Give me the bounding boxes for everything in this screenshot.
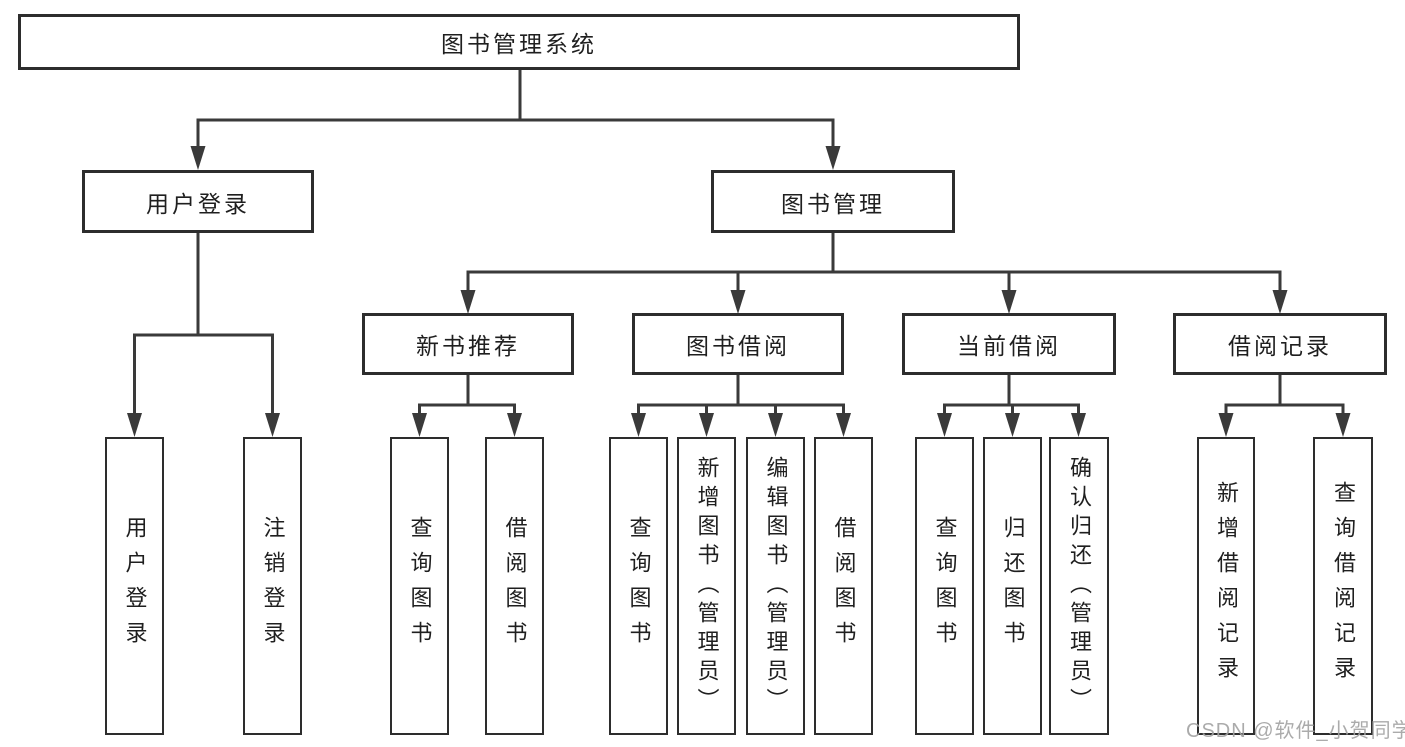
node-borrowing-records: 借阅记录 (1173, 313, 1387, 375)
watermark: CSDN @软件_小贺同学 (1186, 720, 1405, 742)
arrowhead (699, 413, 714, 437)
connector-user-login-branch (133, 233, 274, 415)
node-label: 图书借阅 (686, 333, 790, 359)
arrowhead (412, 413, 427, 437)
arrowhead (1071, 413, 1086, 437)
node-label: 编辑图书（管理员） (763, 455, 789, 717)
arrowhead (1335, 413, 1351, 437)
node-label: 图书管理 (781, 190, 885, 217)
node-user-login: 用户登录 (82, 170, 314, 233)
node-label: 新书推荐 (416, 333, 520, 359)
node-book-borrowing: 图书借阅 (632, 313, 844, 375)
arrowhead (631, 413, 646, 437)
node-label: 查询图书 (407, 516, 433, 656)
leaf-query-books-borrow: 查询图书 (609, 437, 668, 735)
node-label: 查询图书 (932, 516, 958, 656)
arrowhead (1218, 413, 1234, 437)
leaf-logout: 注销登录 (243, 437, 302, 735)
node-label: 用户登录 (146, 190, 250, 217)
leaf-confirm-return-admin: 确认归还（管理员） (1049, 437, 1109, 735)
node-new-book-recommendation: 新书推荐 (362, 313, 574, 375)
node-book-management: 图书管理 (711, 170, 955, 233)
node-label: 确认归还（管理员） (1067, 455, 1092, 717)
arrowhead (1272, 290, 1288, 314)
arrowhead (507, 413, 522, 437)
node-label: 用户登录 (122, 516, 148, 656)
node-label: 借阅记录 (1228, 333, 1332, 359)
node-library-management-system: 图书管理系统 (18, 14, 1020, 70)
node-label: 新增借阅记录 (1214, 481, 1239, 691)
arrowhead (1001, 290, 1017, 314)
arrowhead (730, 290, 746, 314)
node-label: 查询图书 (626, 516, 652, 656)
connector-new-book-branch (418, 375, 516, 415)
arrowhead (825, 146, 841, 170)
node-label: 当前借阅 (957, 333, 1061, 359)
arrowhead (836, 413, 851, 437)
leaf-user-login: 用户登录 (105, 437, 164, 735)
arrowhead (190, 146, 206, 170)
node-label: 图书管理系统 (441, 31, 597, 57)
leaf-return-book: 归还图书 (983, 437, 1042, 735)
arrowhead (265, 413, 280, 437)
arrowhead (1005, 413, 1020, 437)
arrowhead (937, 413, 952, 437)
node-label: 借阅图书 (502, 516, 528, 656)
node-label: 注销登录 (260, 516, 286, 656)
leaf-borrow-books-recommend: 借阅图书 (485, 437, 544, 735)
node-label: 新增图书（管理员） (694, 455, 720, 717)
arrowhead (768, 413, 783, 437)
leaf-query-borrow-record: 查询借阅记录 (1313, 437, 1373, 735)
arrowhead (460, 290, 476, 314)
leaf-edit-book-admin: 编辑图书（管理员） (746, 437, 805, 735)
connector-book-borrow-branch (637, 375, 845, 415)
leaf-add-borrow-record: 新增借阅记录 (1197, 437, 1255, 735)
leaf-query-books-recommend: 查询图书 (390, 437, 449, 735)
leaf-query-books-current: 查询图书 (915, 437, 974, 735)
connector-root-to-level2 (196, 70, 835, 150)
connector-borrow-record-branch (1224, 375, 1345, 415)
leaf-add-book-admin: 新增图书（管理员） (677, 437, 736, 735)
node-label: 归还图书 (1000, 516, 1026, 656)
node-current-borrowing: 当前借阅 (902, 313, 1116, 375)
leaf-borrow-books: 借阅图书 (814, 437, 873, 735)
connector-book-management-branch (466, 233, 1282, 292)
node-label: 借阅图书 (831, 516, 857, 656)
arrowhead (127, 413, 142, 437)
connector-current-borrow-branch (943, 375, 1080, 415)
node-label: 查询借阅记录 (1331, 481, 1356, 691)
